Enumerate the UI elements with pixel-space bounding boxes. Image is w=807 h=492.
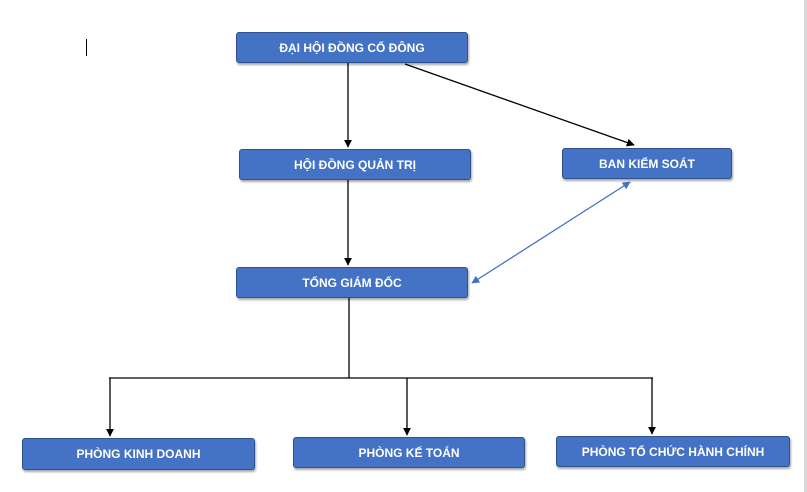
text-cursor [86, 39, 87, 56]
node-label: ĐẠI HỘI ĐỒNG CỔ ĐÔNG [279, 40, 425, 55]
node-label: PHÒNG KINH DOANH [76, 447, 201, 461]
edge-general-meeting-to-supervisory-board [404, 63, 635, 147]
node-hr-admin-department[interactable]: PHÒNG TỔ CHỨC HÀNH CHÍNH [556, 436, 790, 467]
node-label: PHÒNG TỔ CHỨC HÀNH CHÍNH [581, 444, 765, 459]
document-right-edge [804, 0, 807, 492]
node-supervisory-board[interactable]: BAN KIỂM SOÁT [562, 148, 732, 179]
node-general-meeting[interactable]: ĐẠI HỘI ĐỒNG CỔ ĐÔNG [236, 32, 468, 63]
node-label: TỔNG GIÁM ĐỐC [302, 275, 402, 290]
node-label: BAN KIỂM SOÁT [599, 156, 695, 171]
node-sales-department[interactable]: PHÒNG KINH DOANH [22, 438, 255, 470]
node-accounting-department[interactable]: PHÒNG KẾ TOÁN [293, 437, 525, 468]
node-label: PHÒNG KẾ TOÁN [358, 445, 460, 460]
edge-supervisory-board-general-director-bidirectional [471, 181, 631, 284]
node-label: HỘI ĐỒNG QUẢN TRỊ [294, 157, 416, 172]
node-board-of-directors[interactable]: HỘI ĐỒNG QUẢN TRỊ [239, 149, 471, 180]
node-general-director[interactable]: TỔNG GIÁM ĐỐC [236, 267, 468, 298]
